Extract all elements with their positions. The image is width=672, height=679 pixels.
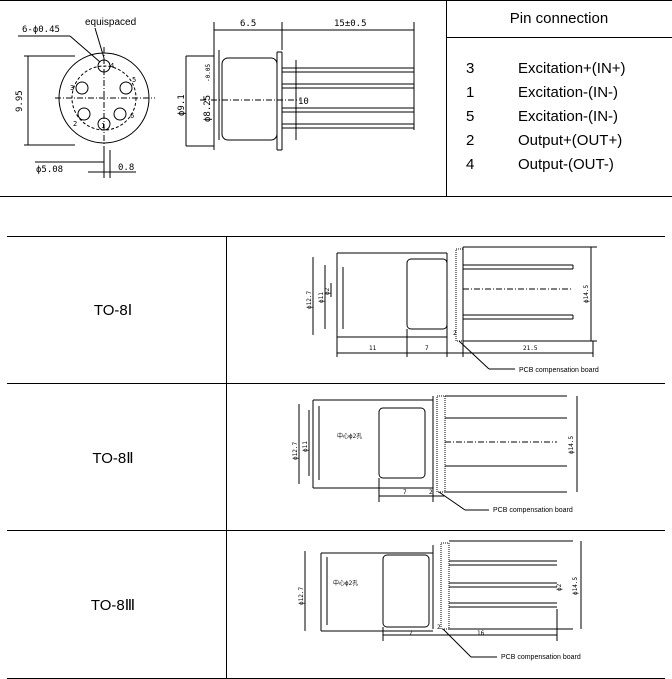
top-divider [446,0,447,197]
table-column-divider [226,236,227,679]
outer-diam-label: ϕ9.1 [177,94,187,116]
package-drawing: ϕ12.7 中心ϕ2孔 ϕ2 ϕ14.5 7 2 16 PCB compensa… [298,540,582,661]
pin-hole [75,81,89,95]
pin-hole [77,107,91,121]
pin-number: 1 [101,122,105,130]
tolerance-label: -0.05 [205,64,212,82]
pin-number: 5 [132,76,136,84]
pin-hole [97,59,111,73]
dim-label: ϕ2 [324,287,331,295]
pin-side-dim-label: 10 [298,97,309,107]
dim-label: 7 [409,630,413,637]
dim-label: 21.5 [523,345,538,352]
table-top-border [7,236,665,237]
dim-label: ϕ12.7 [306,291,313,309]
pin-title-underline [446,37,672,38]
pcb-label: PCB compensation board [519,367,599,374]
dim-label: ϕ2 [556,583,563,591]
top-bottom-border [0,196,672,197]
dim-label: 2 [429,489,433,496]
height-dim-label: 9.95 [15,90,25,112]
top-drawing: 4 5 6 2 3 1 6-ϕ0.45 equispaced 9.95 ϕ5.0… [15,17,415,178]
dim-label: 中心ϕ2孔 [337,432,362,440]
pin-function: Excitation+(IN+) [518,60,626,77]
dim-label: 中心ϕ2孔 [333,579,358,587]
pin-function: Output+(OUT+) [518,132,623,149]
pin-number: 3 [466,60,475,77]
package-name: TO-8Ⅱ [92,450,134,467]
pin-hole [113,107,127,121]
pin-connection-title: Pin connection [509,10,609,27]
package-drawing: ϕ12.7 ϕ11 ϕ2 ϕ14.5 11 7 2 21.5 PCB compe… [306,246,599,374]
pin-function: Output-(OUT-) [518,156,614,173]
pcb-board [455,248,464,342]
package-name: TO-8Ⅰ [93,302,133,319]
dim-label: 11 [369,345,377,352]
pin-number: 4 [466,156,475,173]
dim-label: 7 [403,489,407,496]
pcb-label: PCB compensation board [493,507,573,514]
table-row-divider [7,530,665,531]
pin-number: 2 [73,120,77,128]
dim-label: ϕ14.5 [572,577,579,595]
dim-label: 16 [477,630,485,637]
dim-label: ϕ14.5 [583,285,590,303]
pin-number: 3 [70,84,74,92]
inner-diam-label: ϕ8.25 [203,95,213,122]
pin-length-dim-label: 15±0.5 [334,19,367,29]
pin-hole [119,81,133,95]
pin-number: 6 [130,112,134,120]
pin-number: 2 [466,132,475,149]
pcb-board [440,542,450,630]
hole-spec-label: 6-ϕ0.45 [22,25,60,35]
dim-label: ϕ14.5 [568,436,575,454]
body-dim-label: 6.5 [240,19,256,29]
pcb-board [436,395,446,493]
base-dim-label: ϕ5.08 [36,165,63,175]
pitch-dim-label: 0.8 [118,163,134,173]
pin-number: 1 [466,84,475,101]
dim-label: 2 [453,330,457,337]
pin-function: Excitation-(IN-) [518,84,619,101]
pin-number: 4 [110,62,114,70]
dim-label: ϕ12.7 [298,587,305,605]
equispaced-label: equispaced [85,17,136,28]
pin-number: 5 [466,108,475,125]
dim-label: 7 [425,345,429,352]
pin-function: Excitation-(IN-) [518,108,619,125]
dim-label: ϕ11 [302,441,309,452]
dim-label: ϕ11 [318,292,325,303]
dim-label: 2 [437,624,441,631]
pin-hole [97,117,111,131]
package-name: TO-8Ⅲ [90,597,136,614]
dim-label: ϕ12.7 [292,442,299,460]
package-drawing: ϕ12.7 ϕ11 中心ϕ2孔 ϕ14.5 7 2 PCB compensati… [292,395,578,514]
table-row-divider [7,383,665,384]
top-border [0,0,672,1]
pcb-label: PCB compensation board [501,654,581,661]
